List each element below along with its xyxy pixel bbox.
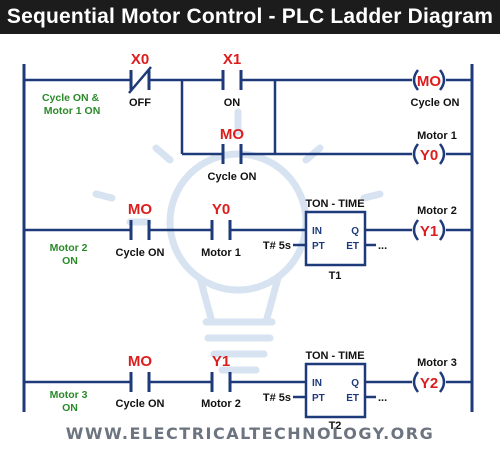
contact-x0-label: OFF — [129, 97, 151, 109]
timer-t1-q: Q — [351, 226, 359, 237]
rung-3-comment-line-1: Motor 3 — [50, 389, 88, 401]
timer-t1-header: TON - TIME — [305, 198, 364, 210]
coil-y2-address: Y2 — [420, 375, 438, 392]
timer-t1-preset: T# 5s — [263, 240, 291, 252]
rung-2: MO Cycle ON Y0 Motor 1 TON - TIME IN PT … — [24, 198, 472, 282]
rung-2-comment: Motor 2 ON — [50, 242, 91, 267]
timer-t2-pt: PT — [312, 393, 325, 404]
timer-t1-et-output: ... — [378, 240, 387, 252]
coil-y1-address: Y1 — [420, 223, 438, 240]
timer-t1-in: IN — [312, 226, 322, 237]
contact-x0-normally-closed — [128, 66, 152, 94]
timer-t1-name: T1 — [329, 270, 342, 282]
timer-t2-block — [304, 362, 367, 419]
coil-y2-label: Motor 3 — [417, 357, 457, 369]
timer-t1-block — [304, 210, 367, 267]
timer-t2-header: TON - TIME — [305, 350, 364, 362]
rung-3: MO Cycle ON Y1 Motor 2 TON - TIME IN PT … — [24, 350, 472, 432]
contact-x1-label: ON — [224, 97, 241, 109]
contact-x1 — [221, 70, 243, 90]
contact-mo-rung-2-address: MO — [128, 201, 152, 218]
rung-2-comment-line-2: ON — [62, 255, 78, 267]
coil-y2 — [412, 371, 446, 393]
rung-1-comment-line-2: Motor 1 ON — [44, 105, 101, 117]
branch-contact-label: Cycle ON — [208, 171, 257, 183]
timer-t2-preset: T# 5s — [263, 392, 291, 404]
contact-mo-rung-3-label: Cycle ON — [116, 398, 165, 410]
timer-t2-et: ET — [346, 393, 359, 404]
branch-contact-address: MO — [220, 126, 244, 143]
coil-mo-label: Cycle ON — [411, 97, 460, 109]
rung-2-comment-line-1: Motor 2 — [50, 242, 88, 254]
rung-3-comment: Motor 3 ON — [50, 389, 91, 414]
contact-mo-rung-2-label: Cycle ON — [116, 247, 165, 259]
contact-y0-label: Motor 1 — [201, 247, 241, 259]
timer-t1-pt: PT — [312, 241, 325, 252]
rung-1-comment: Cycle ON & Motor 1 ON — [42, 92, 102, 117]
timer-t1-et: ET — [346, 241, 359, 252]
coil-mo — [412, 69, 446, 91]
timer-t2-name: T2 — [329, 420, 342, 432]
contact-mo-branch — [221, 144, 243, 164]
contact-mo-rung-3-address: MO — [128, 353, 152, 370]
watermark-text: WWW.ELECTRICALTECHNOLOGY.ORG — [65, 424, 435, 443]
contact-mo-rung-2 — [129, 220, 151, 240]
contact-y0-address: Y0 — [212, 201, 230, 218]
contact-y0 — [210, 220, 232, 240]
rung-1: X0 OFF X1 ON MO Cycle ON MO Cycle ON Mot… — [24, 51, 472, 183]
contact-y1-address: Y1 — [212, 353, 230, 370]
timer-t2-et-output: ... — [378, 392, 387, 404]
contact-x0-address: X0 — [131, 51, 149, 68]
timer-t2-q: Q — [351, 378, 359, 389]
coil-y0-label: Motor 1 — [417, 130, 457, 142]
diagram-title: Sequential Motor Control - PLC Ladder Di… — [0, 0, 500, 34]
timer-t2-in: IN — [312, 378, 322, 389]
coil-mo-address: MO — [417, 73, 441, 90]
coil-y0-address: Y0 — [420, 147, 438, 164]
contact-y1 — [210, 372, 232, 392]
rung-3-comment-line-2: ON — [62, 402, 78, 414]
coil-y0 — [412, 143, 446, 165]
contact-y1-label: Motor 2 — [201, 398, 241, 410]
contact-x1-address: X1 — [223, 51, 241, 68]
coil-y1 — [412, 219, 446, 241]
contact-mo-rung-3 — [129, 372, 151, 392]
coil-y1-label: Motor 2 — [417, 205, 457, 217]
rung-1-comment-line-1: Cycle ON & — [42, 92, 100, 104]
